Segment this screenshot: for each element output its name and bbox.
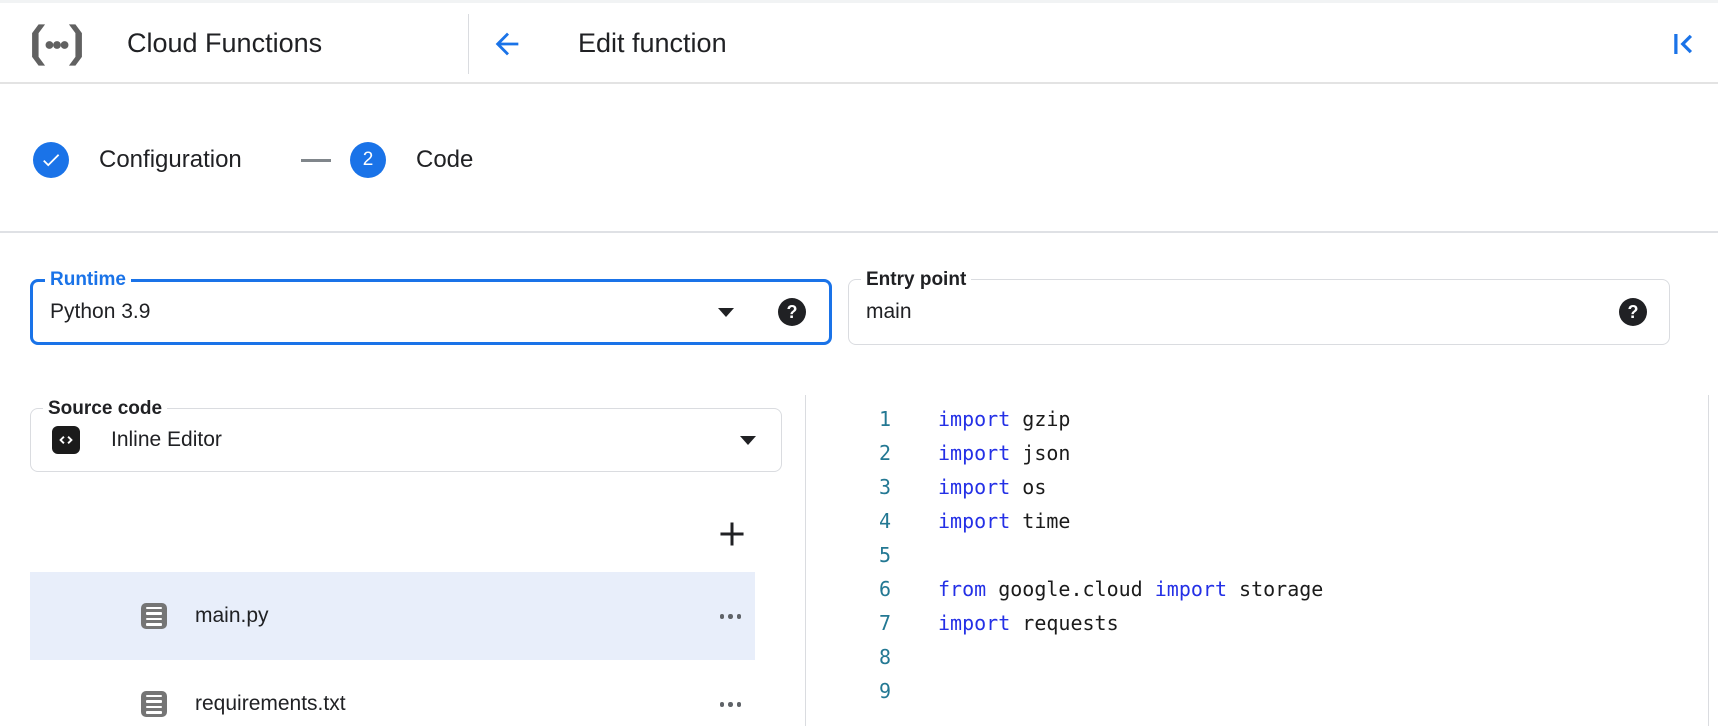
file-list: main.py requirements.txt xyxy=(30,572,755,726)
document-icon xyxy=(141,691,167,717)
code-line: 9 xyxy=(806,674,1709,708)
line-number: 7 xyxy=(878,611,891,635)
code-brackets-icon xyxy=(52,426,80,454)
code-text: from google.cloud import storage xyxy=(938,577,1324,601)
entry-point-input[interactable] xyxy=(866,281,1436,343)
runtime-help-icon[interactable]: ? xyxy=(778,298,806,326)
file-name: requirements.txt xyxy=(195,692,346,715)
product-title: Cloud Functions xyxy=(127,28,323,58)
code-line: 3 import os xyxy=(806,470,1709,504)
code-text: import requests xyxy=(938,611,1119,635)
code-line: 6 from google.cloud import storage xyxy=(806,572,1709,606)
file-toolbar xyxy=(30,505,755,563)
source-code-select[interactable]: Source code Inline Editor xyxy=(30,398,782,472)
step-number: 2 xyxy=(362,149,374,170)
add-file-button[interactable] xyxy=(717,519,747,549)
collapse-panel-left-icon[interactable] xyxy=(1669,29,1699,59)
code-text: import gzip xyxy=(938,407,1071,431)
line-number: 3 xyxy=(878,475,891,499)
step-connector xyxy=(301,159,331,162)
chevron-down-icon xyxy=(718,308,734,317)
step-code[interactable]: 2 xyxy=(350,142,386,178)
file-row[interactable]: main.py xyxy=(30,572,755,660)
code-text: import os xyxy=(938,475,1047,499)
source-code-value: Inline Editor xyxy=(111,428,222,451)
step-code-label: Code xyxy=(416,146,474,173)
line-number: 6 xyxy=(878,577,891,601)
step-configuration[interactable] xyxy=(33,142,69,178)
header-divider xyxy=(468,14,469,74)
app-header: Cloud Functions Edit function xyxy=(0,0,1718,84)
runtime-label: Runtime xyxy=(45,269,131,290)
runtime-select[interactable]: Runtime Python 3.9 ? xyxy=(30,269,832,345)
entry-point-help-icon[interactable]: ? xyxy=(1619,298,1647,326)
line-number: 9 xyxy=(878,679,891,703)
line-number: 4 xyxy=(878,509,891,533)
file-name: main.py xyxy=(195,604,269,627)
chevron-down-icon xyxy=(740,436,756,445)
code-text: import time xyxy=(938,509,1071,533)
code-line: 7 import requests xyxy=(806,606,1709,640)
section-divider xyxy=(0,231,1718,233)
editor-scrollbar-track[interactable] xyxy=(1708,395,1709,726)
code-line: 2 import json xyxy=(806,436,1709,470)
code-line: 4 import time xyxy=(806,504,1709,538)
source-code-label: Source code xyxy=(43,398,168,419)
line-number: 5 xyxy=(878,543,891,567)
runtime-value: Python 3.9 xyxy=(50,300,151,323)
file-row[interactable]: requirements.txt xyxy=(30,660,755,726)
file-menu-button[interactable] xyxy=(719,702,741,707)
code-line: 1 import gzip xyxy=(806,402,1709,436)
step-configuration-label: Configuration xyxy=(99,146,242,173)
code-editor[interactable]: 1 import gzip 2 import json 3 import os 4 impor… xyxy=(805,395,1709,726)
line-number: 1 xyxy=(878,407,891,431)
code-text: import json xyxy=(938,441,1071,465)
back-button[interactable] xyxy=(490,27,524,61)
document-icon xyxy=(141,603,167,629)
cloud-functions-logo-icon xyxy=(32,24,82,66)
entry-point-field: Entry point ? xyxy=(848,269,1670,345)
code-line: 8 xyxy=(806,640,1709,674)
file-menu-button[interactable] xyxy=(719,614,741,619)
line-number: 2 xyxy=(878,441,891,465)
code-line: 5 xyxy=(806,538,1709,572)
page-title: Edit function xyxy=(578,28,727,58)
line-number: 8 xyxy=(878,645,891,669)
check-icon xyxy=(43,154,60,167)
